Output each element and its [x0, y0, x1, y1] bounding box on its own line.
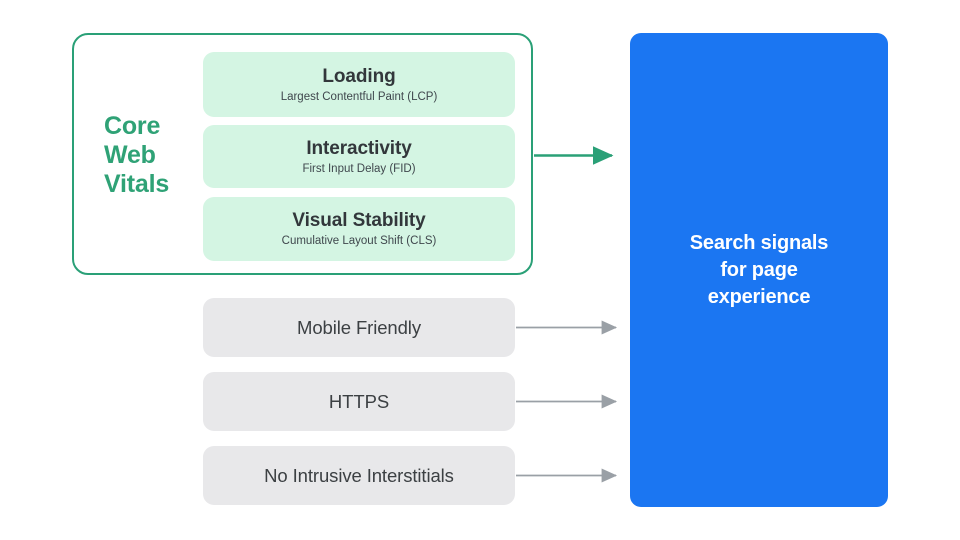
core-web-vitals-label-line-3: Vitals [104, 170, 170, 198]
metric-subtitle: Cumulative Layout Shift (CLS) [281, 235, 437, 247]
metric-card-visual-stability[interactable]: Visual Stability Cumulative Layout Shift… [203, 197, 515, 261]
core-web-vitals-group [72, 33, 533, 275]
signal-label: HTTPS [328, 390, 390, 412]
signal-card-no-intrusive-interstitials[interactable]: No Intrusive Interstitials [203, 446, 515, 505]
signal-card-mobile-friendly[interactable]: Mobile Friendly [203, 298, 515, 357]
metric-title: Visual Stability [292, 210, 426, 231]
search-signals-outcome-box[interactable]: Search signals for page experience [630, 33, 888, 507]
metric-title: Loading [322, 65, 396, 87]
signal-label: Mobile Friendly [297, 316, 421, 338]
signal-label: No Intrusive Interstitials [264, 464, 454, 486]
search-signals-outcome-text: Search signals for page experience [689, 230, 829, 311]
metric-subtitle: Largest Contentful Paint (LCP) [280, 90, 438, 103]
outcome-line-2: for page [720, 258, 798, 281]
signal-card-https[interactable]: HTTPS [203, 372, 515, 431]
core-web-vitals-label-line-1: Core [104, 112, 161, 140]
core-web-vitals-group-label: Core Web Vitals [104, 112, 196, 199]
outcome-line-1: Search signals [689, 231, 829, 254]
metric-subtitle: First Input Delay (FID) [302, 162, 416, 175]
metric-card-interactivity[interactable]: Interactivity First Input Delay (FID) [203, 125, 515, 188]
outcome-line-3: experience [707, 285, 811, 308]
metric-title: Interactivity [306, 137, 412, 159]
core-web-vitals-label-line-2: Web [104, 141, 156, 169]
metric-card-loading[interactable]: Loading Largest Contentful Paint (LCP) [203, 52, 515, 117]
